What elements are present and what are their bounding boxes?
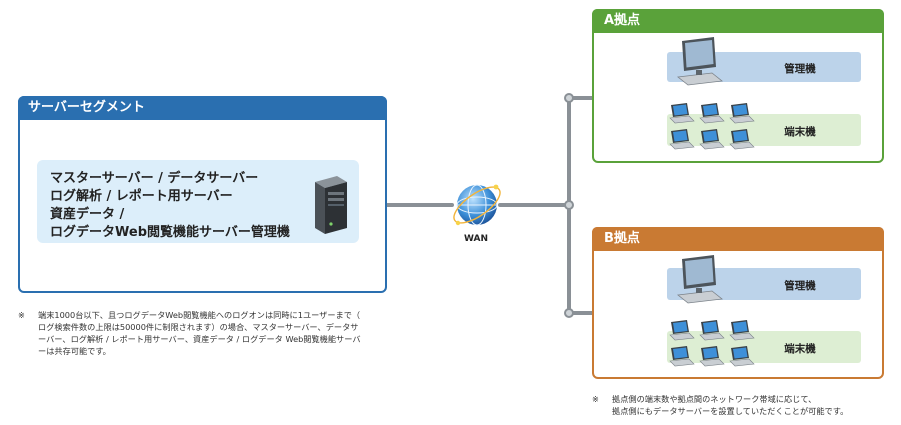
branch-a-admin-label: 管理機 <box>784 63 816 75</box>
server-role-line: マスターサーバー / データサーバー <box>50 171 259 186</box>
branch-b-title: B拠点 <box>592 227 884 251</box>
server-role-line: 資産データ / <box>50 207 125 222</box>
server-roles-text: マスターサーバー / データサーバー ログ解析 / レポート用サーバー 資産デー… <box>50 170 320 242</box>
server-roles-panel <box>37 160 359 243</box>
branch-b-terminal-row <box>667 331 861 363</box>
note-mark: ※ <box>592 394 599 404</box>
note-line: 拠点側の端末数や拠点間のネットワーク帯域に応じて、 <box>612 394 817 404</box>
note-mark: ※ <box>18 310 25 320</box>
branch-a-title: A拠点 <box>592 9 884 33</box>
server-role-line: ログ解析 / レポート用サーバー <box>50 189 233 204</box>
monitor-icon <box>677 37 723 86</box>
note-line: ログ検索件数の上限は50000件に制限されます）の場合、マスターサーバー、データ… <box>38 322 359 332</box>
server-note: ※ 端末1000台以下、且つログデータWeb閲覧機能へのログオンは同時に1ユーザ… <box>18 309 398 357</box>
laptop-group-icon <box>669 103 755 150</box>
branch-a-terminal-row <box>667 114 861 146</box>
note-line: ーバー、ログ解析 / レポート用サーバー、資産データ / ログデータ Web閲覧… <box>38 334 361 344</box>
note-line: 拠点側にもデータサーバーを設置していただくことが可能です。 <box>612 406 849 416</box>
branch-b-admin-label: 管理機 <box>784 280 816 292</box>
note-line: 端末1000台以下、且つログデータWeb閲覧機能へのログオンは同時に1ユーザーま… <box>38 310 361 320</box>
server-role-line: ログデータWeb閲覧機能サーバー管理機 <box>50 225 290 240</box>
branch-a-terminal-label: 端末機 <box>784 126 816 138</box>
wan-label: WAN <box>464 234 489 244</box>
laptop-group-icon <box>669 320 755 367</box>
server-segment-title: サーバーセグメント <box>18 96 387 120</box>
branch-note: ※ 拠点側の端末数や拠点間のネットワーク帯域に応じて、 拠点側にもデータサーバー… <box>592 393 892 417</box>
globe-network-icon <box>453 184 501 226</box>
server-tower-icon <box>315 176 347 234</box>
note-line: ーは共存可能です。 <box>38 346 111 356</box>
monitor-icon <box>677 255 723 304</box>
branch-b-terminal-label: 端末機 <box>784 343 816 355</box>
